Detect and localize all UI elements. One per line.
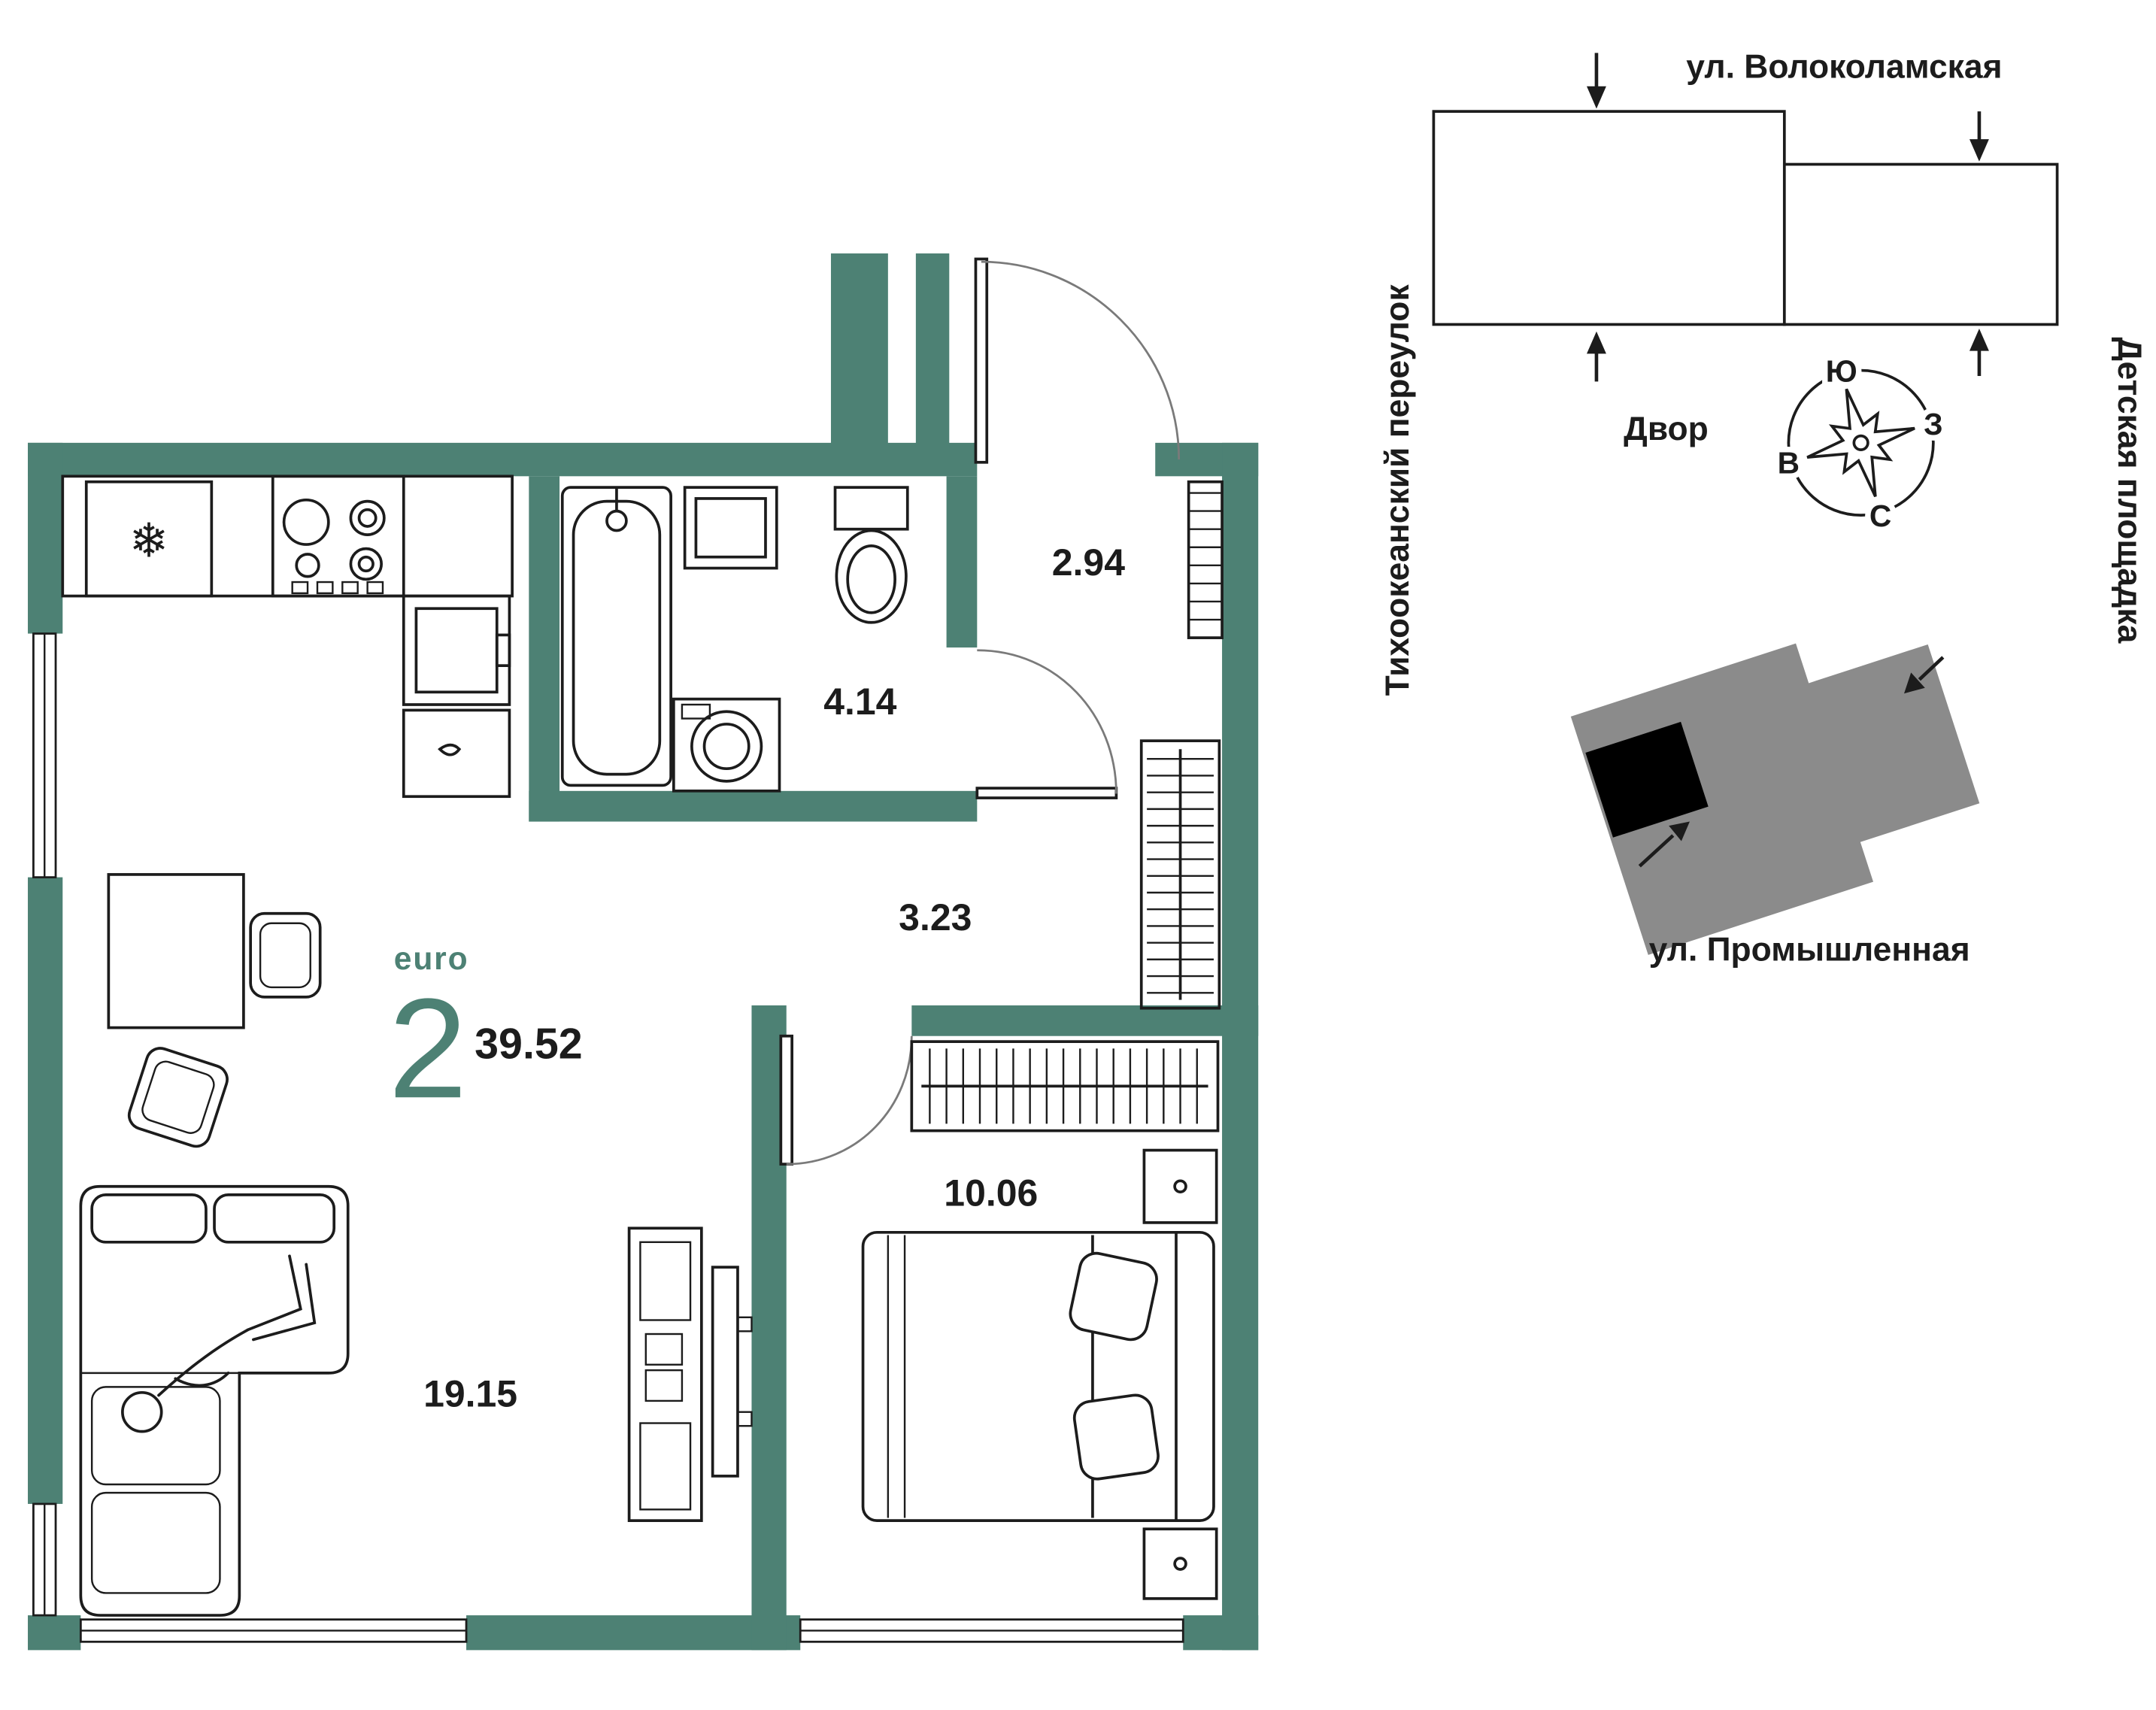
tv xyxy=(711,1266,753,1478)
bedroom-wardrobe xyxy=(910,1040,1220,1132)
bedroom-door-leaf xyxy=(779,1034,793,1166)
tv-console xyxy=(627,1226,703,1523)
bathroom-door-leaf xyxy=(975,787,1118,799)
bedroom xyxy=(861,1040,1220,1600)
building-footprint xyxy=(1570,643,1980,955)
street-bottom-label: ул. Промышленная xyxy=(1649,932,1970,969)
street-top-label: ул. Волоколамская xyxy=(1686,49,2002,86)
building-outline-1 xyxy=(1432,110,1786,326)
hall-shoe-rack xyxy=(1187,480,1224,639)
toilet xyxy=(833,486,909,624)
street-left-label: Тихоокеанский переулок xyxy=(1379,284,1416,696)
room-areas: 2.94 4.14 3.23 10.06 19.15 xyxy=(423,541,1125,1415)
fridge-snowflake-icon: ❄ xyxy=(129,515,169,568)
target-building xyxy=(1570,643,1980,955)
compass-west: З xyxy=(1924,407,1943,441)
entry-door xyxy=(974,257,1181,464)
area-hallway: 2.94 xyxy=(1052,541,1125,584)
plan-summary: euro 2 39.52 xyxy=(388,941,582,1128)
floor-plan: ❄ xyxy=(28,253,1259,1651)
person-lying xyxy=(121,1254,317,1433)
entry-door-leaf xyxy=(974,257,989,464)
bathtub xyxy=(560,486,672,787)
living-room xyxy=(79,873,753,1617)
compass-north: С xyxy=(1869,499,1891,533)
entrance-arrow-up-2 xyxy=(1969,329,1989,376)
bathroom-sink xyxy=(683,486,778,570)
area-living: 19.15 xyxy=(423,1372,517,1414)
nightstand xyxy=(1142,1527,1218,1600)
fridge xyxy=(84,480,214,598)
compass: Ю З С В xyxy=(1772,348,1948,538)
entrance-arrow-down-1 xyxy=(1586,53,1606,109)
hall-wardrobe xyxy=(1139,739,1221,1010)
playground-label: Детская площадка xyxy=(2111,337,2148,643)
pillow xyxy=(1069,1251,1158,1342)
building-arrow-sw xyxy=(1638,821,1690,868)
area-corridor: 3.23 xyxy=(899,896,972,938)
nightstand xyxy=(1142,1148,1218,1224)
pillow xyxy=(1072,1393,1160,1481)
rooms-count: 2 xyxy=(388,969,467,1128)
hallway xyxy=(1139,480,1224,1010)
windows xyxy=(32,632,1184,1643)
entrance-arrow-up-1 xyxy=(1586,331,1606,382)
area-bedroom: 10.06 xyxy=(944,1172,1038,1214)
apartment-marker xyxy=(1585,721,1709,838)
walls xyxy=(28,253,1259,1651)
bathroom-door xyxy=(975,649,1118,799)
yard-label: Двор xyxy=(1624,411,1709,447)
location-map: ул. Волоколамская Тихоокеанский переулок… xyxy=(1379,49,2148,969)
building-outline-2 xyxy=(1782,162,2059,326)
bedroom-door xyxy=(779,1034,913,1166)
kitchen-cabinet xyxy=(402,708,511,799)
entrance-arrow-down-2 xyxy=(1969,111,1989,162)
kitchen: ❄ xyxy=(61,474,514,799)
kitchen-sink-cabinet xyxy=(402,594,511,706)
plan-type-label: euro xyxy=(394,941,469,977)
compass-south: Ю xyxy=(1826,353,1857,388)
dining-table xyxy=(107,873,245,1029)
bed xyxy=(861,1230,1215,1523)
compass-east: В xyxy=(1778,446,1800,481)
chair xyxy=(127,1047,229,1148)
total-area: 39.52 xyxy=(475,1020,583,1068)
area-bathroom: 4.14 xyxy=(823,681,896,723)
stove xyxy=(271,474,405,598)
chair xyxy=(249,911,322,999)
washing-machine xyxy=(672,697,781,793)
sofa xyxy=(79,1184,350,1617)
bathroom xyxy=(560,486,909,793)
